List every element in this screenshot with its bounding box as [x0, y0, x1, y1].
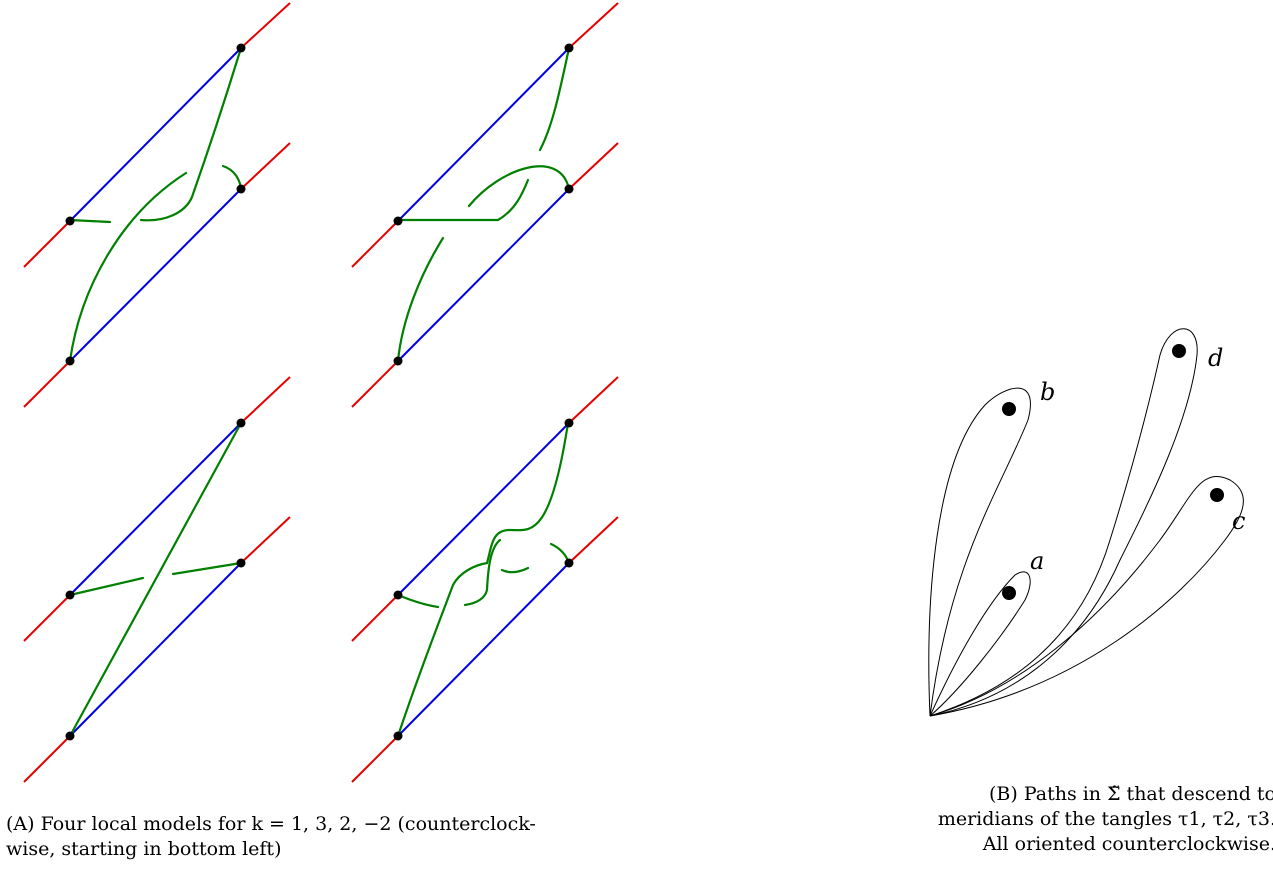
model-bottom-right	[351, 376, 619, 783]
blue-arc	[397, 422, 570, 596]
red-strand-lower	[23, 594, 71, 642]
label-a: a	[1030, 547, 1044, 575]
caption-a-label: (A)	[6, 813, 35, 835]
red-strand-lower-2	[23, 735, 71, 783]
endpoint	[564, 184, 574, 194]
red-strand-lower-2	[23, 360, 71, 408]
puncture-d	[1172, 344, 1186, 358]
tangle-strand	[396, 421, 570, 738]
red-strand-upper	[240, 376, 291, 424]
red-strand-upper-2	[568, 516, 619, 564]
endpoint	[564, 558, 574, 568]
puncture-c	[1210, 488, 1224, 502]
red-strand-lower-2	[351, 735, 399, 783]
caption-b-text-2: meridians of the tangles τ1, τ2, τ3.	[937, 808, 1273, 830]
endpoint	[236, 43, 246, 53]
red-strand-upper-2	[240, 142, 291, 190]
loop-d	[929, 328, 1198, 717]
tangle-strand-3	[463, 538, 502, 607]
model-top-right	[351, 2, 619, 408]
label-c: c	[1232, 507, 1245, 535]
red-strand-upper	[568, 2, 619, 49]
tangle-strand-3	[396, 178, 530, 222]
caption-b-text: Paths in Σ̃ that descend to	[1023, 783, 1273, 805]
endpoint	[65, 216, 75, 226]
puncture-a	[1002, 586, 1016, 600]
caption-a-text-2: wise, starting in bottom left)	[6, 838, 282, 860]
endpoint	[564, 43, 574, 53]
red-strand-upper-2	[240, 516, 291, 564]
red-strand-lower	[351, 594, 399, 642]
blue-arc-2	[397, 188, 570, 362]
endpoint	[236, 558, 246, 568]
tangle-strand-2	[396, 593, 440, 609]
red-strand-upper	[568, 376, 619, 424]
red-strand-lower-2	[351, 360, 399, 408]
caption-b-text-3: All oriented counterclockwise.	[982, 833, 1273, 855]
loop-c	[929, 476, 1244, 717]
caption-b-label: (B)	[988, 783, 1018, 805]
red-strand-lower	[23, 220, 71, 268]
endpoint	[65, 356, 75, 366]
panel-b-paths: a b c d	[928, 328, 1245, 717]
red-strand-upper-2	[568, 142, 619, 190]
blue-arc-2	[397, 562, 570, 737]
model-top-left	[23, 2, 291, 408]
red-strand-upper	[240, 2, 291, 49]
endpoint	[564, 418, 574, 428]
tangle-strand-3	[68, 171, 188, 363]
label-d: d	[1208, 344, 1223, 372]
tangle-strand	[538, 46, 571, 152]
loop-b	[928, 387, 1031, 717]
endpoint	[393, 216, 403, 226]
caption-a: (A) Four local models for k = 1, 3, 2, −…	[6, 812, 666, 862]
endpoint	[393, 731, 403, 741]
endpoint	[393, 356, 403, 366]
blue-arc-2	[69, 562, 242, 737]
tangle-strand	[68, 421, 243, 738]
endpoint	[65, 731, 75, 741]
red-strand-lower	[351, 220, 399, 268]
tangle-strand-4	[396, 236, 445, 363]
label-b: b	[1040, 378, 1055, 406]
caption-a-text: Four local models for k = 1, 3, 2, −2 (c…	[40, 813, 536, 835]
tangle-strand-2	[467, 165, 571, 208]
endpoint	[236, 418, 246, 428]
tangle-strand	[139, 46, 243, 222]
blue-arc	[397, 47, 570, 222]
endpoint	[236, 184, 246, 194]
endpoint	[65, 590, 75, 600]
caption-b: (B) Paths in Σ̃ that descend to meridian…	[846, 782, 1273, 857]
endpoint	[393, 590, 403, 600]
blue-arc	[69, 422, 242, 596]
tangle-strand-4	[500, 566, 530, 574]
puncture-b	[1002, 402, 1016, 416]
loop-a	[929, 571, 1031, 717]
tangle-strand-2	[68, 576, 145, 597]
blue-arc	[69, 47, 242, 222]
tangle-strand-2	[68, 218, 112, 224]
blue-arc-2	[69, 188, 242, 362]
tangle-strand-3	[171, 561, 243, 576]
model-bottom-left	[23, 376, 291, 783]
